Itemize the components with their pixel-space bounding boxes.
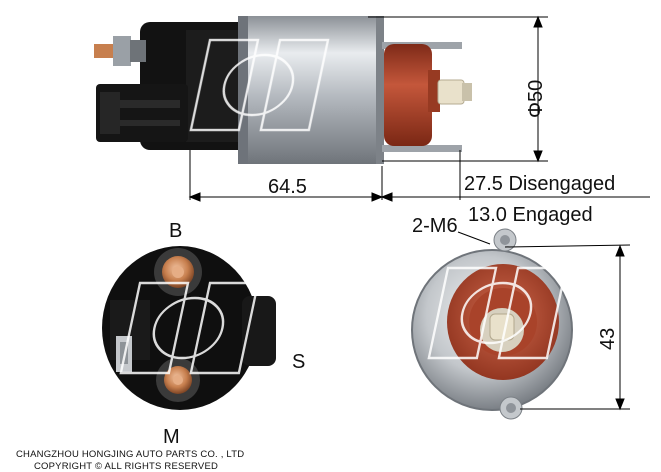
disengaged-label: 27.5 Disengaged bbox=[464, 173, 616, 195]
terminal-s-label: S bbox=[292, 351, 306, 373]
terminal-m-label: M bbox=[163, 426, 180, 448]
mounting-stud-bottom bbox=[382, 145, 462, 152]
height-label: 43 bbox=[597, 327, 619, 350]
body-length-label: 64.5 bbox=[268, 176, 307, 198]
footer-copyright: COPYRIGHT © ALL RIGHTS RESERVED bbox=[34, 461, 219, 472]
black-housing bbox=[96, 22, 250, 150]
plunger bbox=[437, 79, 472, 105]
terminal-b-label: B bbox=[169, 220, 183, 242]
front-plunger bbox=[489, 313, 515, 341]
back-view bbox=[102, 246, 276, 410]
watermark-icon bbox=[119, 38, 568, 375]
steel-body bbox=[238, 16, 384, 164]
thread-label: 2-M6 bbox=[412, 215, 458, 237]
side-dimension-lines bbox=[188, 15, 650, 202]
front-dimension-lines bbox=[457, 231, 631, 411]
red-cap bbox=[384, 44, 440, 146]
footer-company: CHANGZHOU HONGJING AUTO PARTS CO. , LTD bbox=[16, 449, 245, 460]
diameter-label: Φ50 bbox=[525, 79, 547, 118]
terminal-stud bbox=[94, 36, 146, 66]
engaged-label: 13.0 Engaged bbox=[468, 204, 593, 226]
